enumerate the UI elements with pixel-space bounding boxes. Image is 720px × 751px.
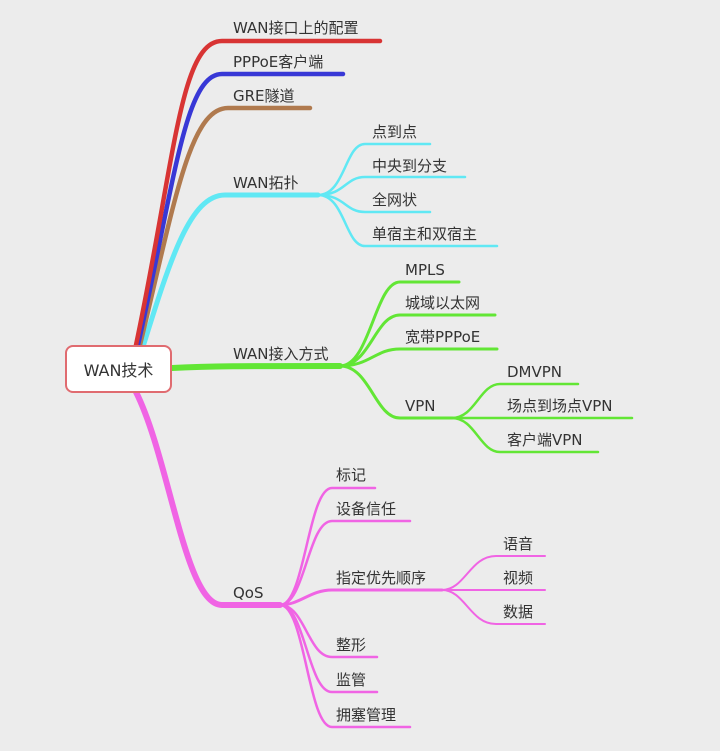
node-mpls[interactable]: MPLS [405,261,445,279]
node-data[interactable]: 数据 [503,603,534,621]
pppoe-branch-line [135,71,346,348]
node-marking[interactable]: 标记 [336,466,367,484]
node-voice[interactable]: 语音 [503,535,534,553]
topology-branch-lines [139,142,499,353]
node-wan-interface-config[interactable]: WAN接口上的配置 [233,19,359,37]
node-policing[interactable]: 监管 [336,671,367,689]
node-wan-topology[interactable]: WAN拓扑 [233,174,299,192]
node-dmvpn[interactable]: DMVPN [507,363,563,381]
root-label: WAN技术 [83,361,154,380]
node-shaping[interactable]: 整形 [336,636,367,654]
node-congestion-management[interactable]: 拥塞管理 [336,706,397,724]
root-node[interactable]: WAN技术 [65,345,172,393]
node-video[interactable]: 视频 [503,569,534,587]
node-broadband-pppoe[interactable]: 宽带PPPoE [405,328,481,346]
node-gre-tunnel[interactable]: GRE隧道 [233,87,295,105]
node-device-trust[interactable]: 设备信任 [336,500,397,518]
node-client-vpn[interactable]: 客户端VPN [507,431,583,449]
node-site-to-site-vpn[interactable]: 场点到场点VPN [507,397,613,415]
access-branch-lines [169,280,634,454]
node-metro-ethernet[interactable]: 城域以太网 [405,294,481,312]
node-single-dual-homed[interactable]: 单宿主和双宿主 [372,225,478,243]
node-prioritization[interactable]: 指定优先顺序 [336,569,427,587]
node-wan-access[interactable]: WAN接入方式 [233,345,329,363]
node-full-mesh[interactable]: 全网状 [372,191,418,209]
node-pppoe-client[interactable]: PPPoE客户端 [233,53,324,71]
node-hub-and-spoke[interactable]: 中央到分支 [372,157,448,175]
config-branch-line [133,38,383,348]
qos-branch-lines [133,389,546,729]
gre-branch-line [137,105,313,348]
node-point-to-point[interactable]: 点到点 [372,123,418,141]
node-qos[interactable]: QoS [233,584,264,602]
node-vpn[interactable]: VPN [405,397,436,415]
